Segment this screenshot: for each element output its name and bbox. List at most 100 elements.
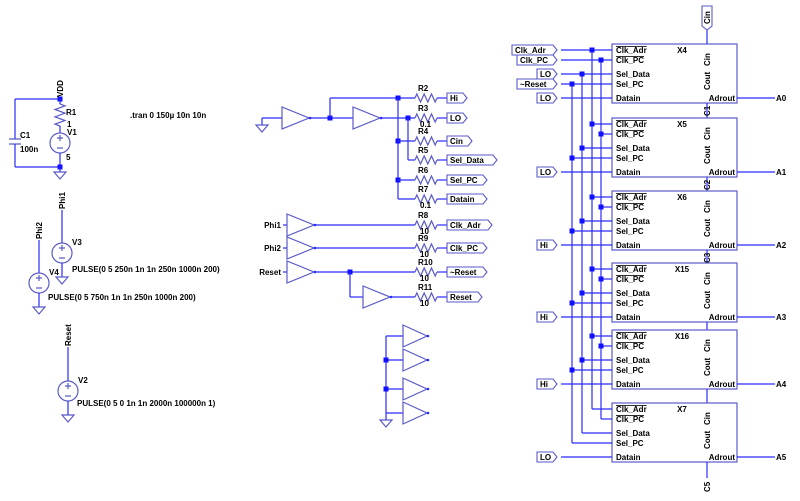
junction-dot	[569, 81, 575, 87]
buffer-input-label: Reset	[259, 268, 281, 277]
buffer-symbol	[286, 236, 316, 260]
cin-top-flag-text: Cin	[703, 11, 712, 24]
c1-name: C1	[20, 131, 31, 140]
junction-dot	[579, 218, 585, 224]
datain-flag[interactable]	[536, 166, 558, 178]
source-name: V2	[78, 376, 88, 385]
pin-clk-adr: Clk_Adr	[616, 265, 647, 274]
junction-dot	[598, 276, 604, 282]
net-flag-1[interactable]	[446, 112, 468, 124]
datain-flag-text: LO	[540, 94, 551, 103]
pin-sel-pc: Sel_PC	[616, 299, 644, 308]
net-flag-5-text: Datain	[450, 195, 475, 204]
net-flag-3[interactable]	[446, 154, 498, 166]
pin-datain: Datain	[616, 94, 641, 103]
pin-sel-pc: Sel_PC	[616, 227, 644, 236]
ground-icon	[31, 306, 47, 315]
pin-clk-adr: Clk_Adr	[616, 193, 647, 202]
buffer-symbol	[352, 106, 382, 130]
net-flag-0[interactable]	[446, 92, 468, 104]
ground-icon	[254, 124, 270, 133]
resistor-symbol	[414, 174, 438, 186]
pin-sel-data: Sel_Data	[616, 356, 650, 365]
pin-sel-pc: Sel_PC	[616, 439, 644, 448]
resistor-name: R7	[418, 185, 429, 194]
resistor-name: R11	[418, 283, 433, 292]
buffer-output-dot	[426, 411, 430, 415]
net-flag-9-text: Reset	[450, 293, 472, 302]
buffer-symbol	[402, 401, 429, 425]
net-flag-6[interactable]	[446, 219, 493, 231]
junction-dot	[589, 333, 595, 339]
datain-flag[interactable]	[536, 311, 558, 323]
junction-dot	[569, 228, 575, 234]
address-output-label: A3	[776, 313, 787, 322]
resistor-name: R8	[418, 211, 429, 220]
resistor-value: 10	[420, 227, 429, 236]
address-output-label: A5	[776, 453, 787, 462]
clk-adr-flag-text: Clk_Adr	[515, 46, 546, 55]
net-flag-8[interactable]	[446, 266, 488, 278]
net-flag-2[interactable]	[446, 135, 473, 147]
net-flag-4[interactable]	[446, 174, 488, 186]
datain-flag[interactable]	[536, 239, 558, 251]
pin-cin: Cin	[703, 200, 712, 213]
pin-adrout: Adrout	[709, 94, 736, 103]
resistor-symbol	[414, 154, 438, 166]
junction-dot	[589, 266, 595, 272]
r1-value: 1	[67, 120, 72, 129]
carry-net-label: C2	[703, 179, 712, 190]
address-output-label: A2	[776, 241, 787, 250]
net-flag-8-text: ~Reset	[450, 268, 477, 277]
buffer-output-dot	[426, 387, 430, 391]
junction-dot	[598, 343, 604, 349]
buffer-input-label: Phi1	[264, 221, 281, 230]
pin-cout: Cout	[703, 430, 712, 449]
pin-clk-pc: Clk_PC	[616, 342, 644, 351]
source-name: V3	[72, 238, 82, 247]
block-name: X7	[677, 405, 687, 414]
clk-pc-flag[interactable]	[516, 54, 558, 66]
clk-adr-flag[interactable]	[511, 44, 558, 56]
pin-datain: Datain	[616, 453, 641, 462]
pin-sel-data: Sel_Data	[616, 429, 650, 438]
datain-flag[interactable]	[536, 92, 558, 104]
junction-dot	[598, 131, 604, 137]
pin-sel-data: Sel_Data	[616, 144, 650, 153]
pin-cout: Cout	[703, 357, 712, 376]
pin-cin: Cin	[703, 127, 712, 140]
cin-top-flag[interactable]	[701, 5, 713, 31]
buffer-symbol	[402, 348, 429, 372]
pin-adrout: Adrout	[709, 453, 736, 462]
resistor-name: R6	[418, 166, 429, 175]
datain-flag-text: Hi	[540, 313, 548, 322]
carry-out-label: C5	[703, 481, 712, 492]
spice-directive: .tran 0 150µ 10n 10n	[130, 111, 206, 120]
resistor-name: R4	[418, 127, 429, 136]
junction-dot	[383, 357, 389, 363]
buffer-output-dot	[426, 358, 430, 362]
lo-flag[interactable]	[536, 68, 558, 80]
net-flag-5[interactable]	[446, 193, 488, 205]
pin-adrout: Adrout	[709, 168, 736, 177]
pin-sel-pc: Sel_PC	[616, 366, 644, 375]
source-value: PULSE(0 5 250n 1n 1n 250n 1000n 200)	[72, 265, 220, 274]
ground-icon	[60, 414, 76, 423]
datain-flag[interactable]	[536, 451, 558, 463]
pin-clk-pc: Clk_PC	[616, 275, 644, 284]
net-flag-9[interactable]	[446, 291, 483, 303]
resistor-symbol	[414, 242, 438, 254]
not-reset-flag[interactable]	[516, 78, 558, 90]
datain-flag-text: Hi	[540, 241, 548, 250]
pin-clk-adr: Clk_Adr	[616, 120, 647, 129]
pin-clk-adr: Clk_Adr	[616, 332, 647, 341]
pin-sel-data: Sel_Data	[616, 289, 650, 298]
datain-flag[interactable]	[536, 378, 558, 390]
source-name: V4	[49, 268, 59, 277]
buffer-output-dot	[426, 334, 430, 338]
junction-dot	[569, 367, 575, 373]
junction-dot	[579, 290, 585, 296]
resistor-value: 10	[420, 250, 429, 259]
net-flag-7[interactable]	[446, 242, 488, 254]
